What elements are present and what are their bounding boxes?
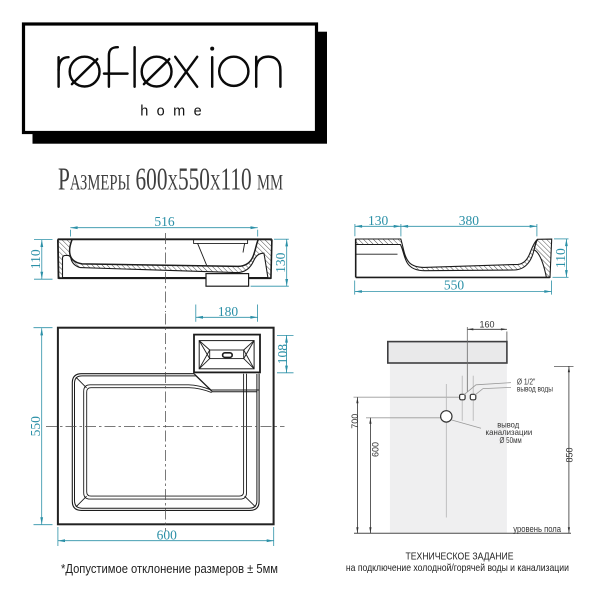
svg-text:380: 380: [459, 213, 480, 228]
svg-text:550: 550: [28, 416, 43, 437]
svg-text:550: 550: [444, 278, 465, 293]
svg-text:на подключение холодной/горяче: на подключение холодной/горячей воды и к…: [346, 562, 569, 574]
svg-text:110: 110: [28, 249, 43, 269]
svg-text:вывод: вывод: [497, 420, 519, 430]
svg-text:700: 700: [350, 414, 360, 429]
svg-text:180: 180: [218, 304, 239, 319]
svg-text:уровень пола: уровень пола: [513, 524, 561, 534]
svg-text:Ø 1/2": Ø 1/2": [517, 376, 536, 386]
svg-text:516: 516: [154, 214, 175, 229]
svg-text:850: 850: [564, 447, 574, 462]
svg-text:home: home: [140, 103, 210, 119]
svg-text:Ø 50мм: Ø 50мм: [500, 435, 522, 445]
svg-text:ТЕХНИЧЕСКОЕ ЗАДАНИЕ: ТЕХНИЧЕСКОЕ ЗАДАНИЕ: [406, 552, 514, 563]
svg-text:канализации: канализации: [486, 427, 533, 437]
svg-text:160: 160: [479, 319, 494, 329]
svg-text:*Допустимое отклонение размеро: *Допустимое отклонение размеров ± 5мм: [61, 562, 278, 576]
svg-text:вывод воды: вывод воды: [517, 384, 553, 394]
svg-text:Размеры 600х550х110 мм: Размеры 600х550х110 мм: [58, 160, 283, 196]
svg-text:600: 600: [157, 527, 178, 542]
svg-text:130: 130: [368, 213, 389, 228]
svg-text:108: 108: [275, 344, 290, 365]
svg-text:130: 130: [273, 252, 288, 273]
svg-text:600: 600: [371, 442, 381, 457]
svg-text:110: 110: [553, 248, 568, 268]
